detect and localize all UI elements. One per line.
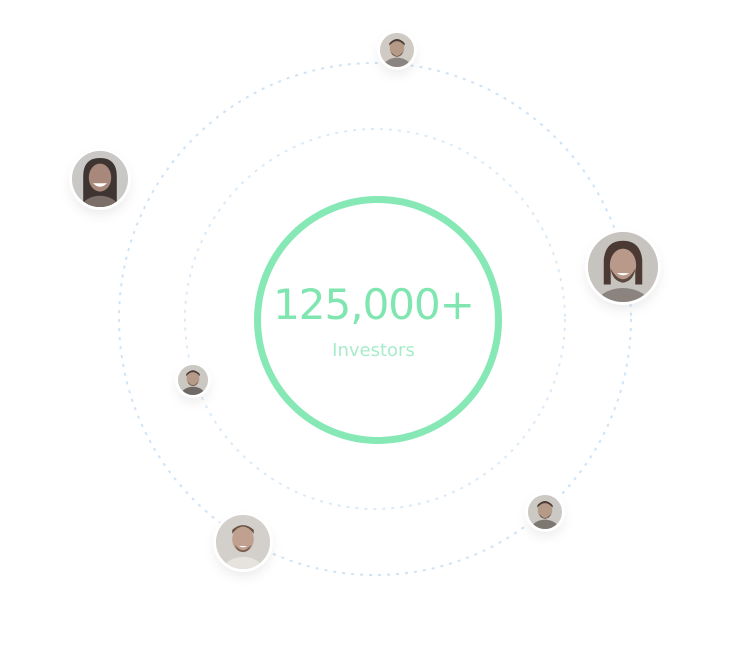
inner-orbit xyxy=(184,128,566,510)
person-icon xyxy=(72,151,128,207)
investor-count: 125,000+ xyxy=(273,280,475,329)
avatar-bottom-right xyxy=(528,495,562,529)
person-icon xyxy=(178,365,208,395)
avatar-right xyxy=(588,232,658,302)
avatar-left-upper xyxy=(72,151,128,207)
outer-orbit xyxy=(118,62,632,576)
investor-count-ring xyxy=(254,196,502,444)
avatar-left-small xyxy=(178,365,208,395)
avatar-bottom-left xyxy=(216,515,270,569)
person-icon xyxy=(588,232,658,302)
investor-label: Investors xyxy=(332,340,415,361)
person-icon xyxy=(216,515,270,569)
person-icon xyxy=(528,495,562,529)
person-icon xyxy=(380,33,414,67)
avatar-top xyxy=(380,33,414,67)
